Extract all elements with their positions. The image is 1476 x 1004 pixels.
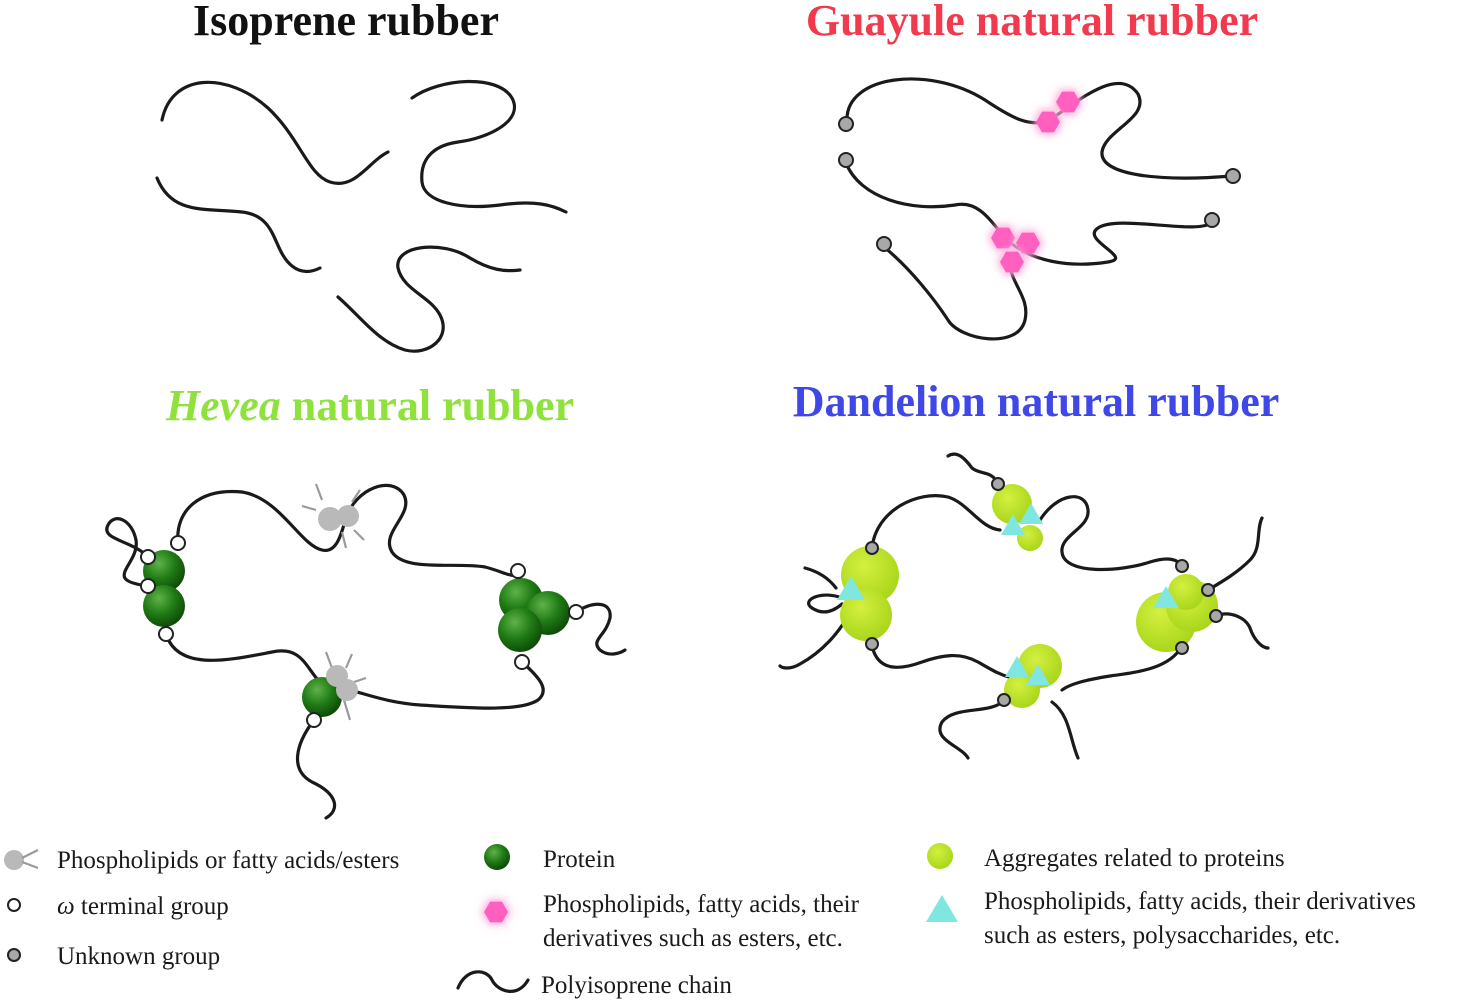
unknown-group [1201, 583, 1215, 597]
isoprene-title: Isoprene rubber [193, 0, 499, 45]
omega-terminal-group [158, 626, 174, 642]
chain [1050, 700, 1080, 760]
legend-pink-hexagon [481, 899, 511, 925]
cyan-triangle [1005, 656, 1029, 677]
chain [1214, 612, 1270, 650]
aggregate-sphere [840, 589, 892, 641]
unknown-group [1204, 212, 1220, 228]
protein-sphere [143, 585, 185, 627]
legend-cyan-triangle [926, 895, 958, 922]
chain [1038, 495, 1184, 572]
chain [938, 698, 1007, 760]
hevea-title: Hevea natural rubber [165, 381, 574, 430]
legend-protein-label: Protein [543, 846, 616, 873]
unknown-group [991, 477, 1005, 491]
chain [574, 602, 627, 656]
hevea-title-rest: natural rubber [281, 381, 574, 430]
phospholipid-group [324, 651, 367, 721]
omega-symbol-text: ω [57, 893, 75, 920]
legend-aggregate-symbol [927, 843, 953, 869]
legend-chain-label: Polyisoprene chain [541, 972, 732, 999]
legend-unknown-label: Unknown group [57, 943, 220, 970]
chain [845, 77, 1234, 180]
unknown-group [997, 693, 1011, 707]
hevea-title-italic: Hevea [165, 381, 281, 430]
chain [336, 245, 522, 353]
guayule-title: Guayule natural rubber [806, 0, 1258, 45]
cyan-triangle [837, 576, 865, 600]
chain [343, 660, 545, 710]
chain [870, 644, 1014, 680]
chain [1060, 644, 1184, 692]
pink-hexagon [1053, 89, 1083, 115]
omega-terminal-group [510, 563, 526, 579]
chain [882, 245, 1028, 341]
cyan-triangle [1001, 514, 1025, 535]
cyan-triangle [1019, 503, 1043, 524]
chain [946, 452, 1000, 486]
chain [778, 610, 852, 670]
dandelion-title: Dandelion natural rubber [793, 377, 1280, 426]
chain [803, 566, 838, 590]
chain [155, 176, 322, 274]
aggregate-sphere [992, 484, 1032, 524]
aggregate-sphere [1017, 525, 1043, 551]
chain [164, 632, 320, 682]
legend-pink-line2: derivatives such as esters, etc. [543, 925, 843, 952]
legend-protein-symbol [484, 844, 510, 870]
unknown-group [838, 152, 854, 168]
unknown-group [838, 116, 854, 132]
unknown-group [1175, 559, 1189, 573]
chain [870, 494, 1002, 550]
unknown-group [865, 541, 879, 555]
protein-sphere [302, 677, 342, 717]
legend-pink-line1: Phospholipids, fatty acids, their [543, 891, 860, 918]
chain [176, 489, 348, 552]
aggregate-sphere [1168, 574, 1204, 610]
legend: Phospholipids or fatty acids/esters ω te… [4, 843, 1416, 999]
omega-terminal-group [568, 604, 584, 620]
unknown-group [876, 236, 892, 252]
legend-chain-symbol [456, 970, 530, 993]
omega-terminal-group [306, 712, 322, 728]
omega-terminal-group [140, 578, 156, 594]
unknown-group [1209, 609, 1223, 623]
legend-cyan-line1: Phospholipids, fatty acids, their deriva… [984, 888, 1416, 915]
chain [344, 483, 520, 577]
omega-terminal-group [140, 549, 156, 565]
chain [807, 593, 844, 614]
chain [410, 79, 568, 214]
legend-unknown-symbol [7, 948, 21, 962]
phospholipid-group [301, 483, 365, 549]
chain [844, 161, 1214, 266]
chain [296, 718, 337, 820]
unknown-group [865, 637, 879, 651]
legend-cyan-line2: such as esters, polysaccharides, etc. [984, 922, 1340, 949]
unknown-group [1225, 168, 1241, 184]
omega-terminal-group [170, 535, 186, 551]
isoprene-chains [155, 79, 568, 353]
guayule-molecules [838, 77, 1241, 341]
hevea-molecules [105, 483, 627, 820]
chain [105, 517, 150, 588]
pink-hexagon [988, 225, 1018, 251]
dandelion-molecules [778, 452, 1270, 760]
unknown-group [1175, 641, 1189, 655]
legend-omega-symbol [7, 898, 21, 912]
cyan-triangle [1026, 664, 1050, 685]
omega-terminal-group [514, 654, 530, 670]
cyan-triangle [1153, 586, 1179, 608]
legend-phospholipids-label: Phospholipids or fatty acids/esters [57, 847, 399, 874]
legend-aggregate-label: Aggregates related to proteins [984, 845, 1285, 872]
chain [1206, 516, 1264, 592]
legend-phospholipids-symbol [4, 849, 39, 870]
chain [160, 80, 390, 185]
omega-rest-text: terminal group [75, 893, 229, 920]
protein-sphere [498, 608, 542, 652]
legend-omega-label: ω terminal group [57, 893, 229, 920]
